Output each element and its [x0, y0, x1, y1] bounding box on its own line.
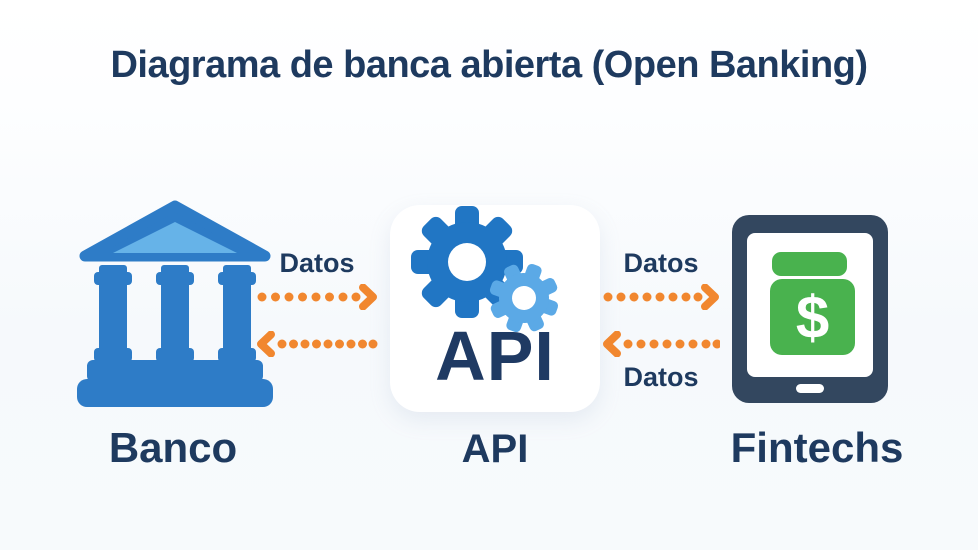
dotted-arrow-right-icon: [257, 284, 377, 310]
bank-columns: [94, 265, 256, 362]
bank-step: [87, 360, 263, 382]
api-label: API: [461, 427, 529, 471]
gears-icon: [411, 206, 559, 333]
flow-label-api-to-fintech: Datos: [623, 248, 699, 278]
gear-large: [411, 206, 523, 318]
dollar-sign: $: [796, 284, 829, 351]
flow-label-fintech-to-api: Datos: [623, 362, 699, 392]
bank-building-icon: [77, 200, 273, 407]
dotted-arrow-left-icon: [257, 331, 378, 357]
diagram-title: Diagrama de banca abierta (Open Banking): [110, 44, 868, 86]
dotted-arrow-right-icon: [603, 284, 719, 310]
bank-base: [77, 379, 273, 407]
money-app-icon: $: [770, 252, 855, 355]
api-card: API: [390, 205, 600, 412]
fintech-label: Fintechs: [730, 424, 904, 471]
gear-small: [489, 263, 559, 333]
flow-label-bank-to-api: Datos: [279, 248, 355, 278]
bank-pediment-inner: [113, 222, 237, 253]
tablet-home-button: [796, 384, 824, 393]
api-card-text: API: [435, 317, 555, 395]
tablet-dollar-icon: $: [732, 215, 888, 403]
dotted-arrow-left-icon: [603, 331, 720, 357]
bank-label: Banco: [108, 424, 238, 471]
